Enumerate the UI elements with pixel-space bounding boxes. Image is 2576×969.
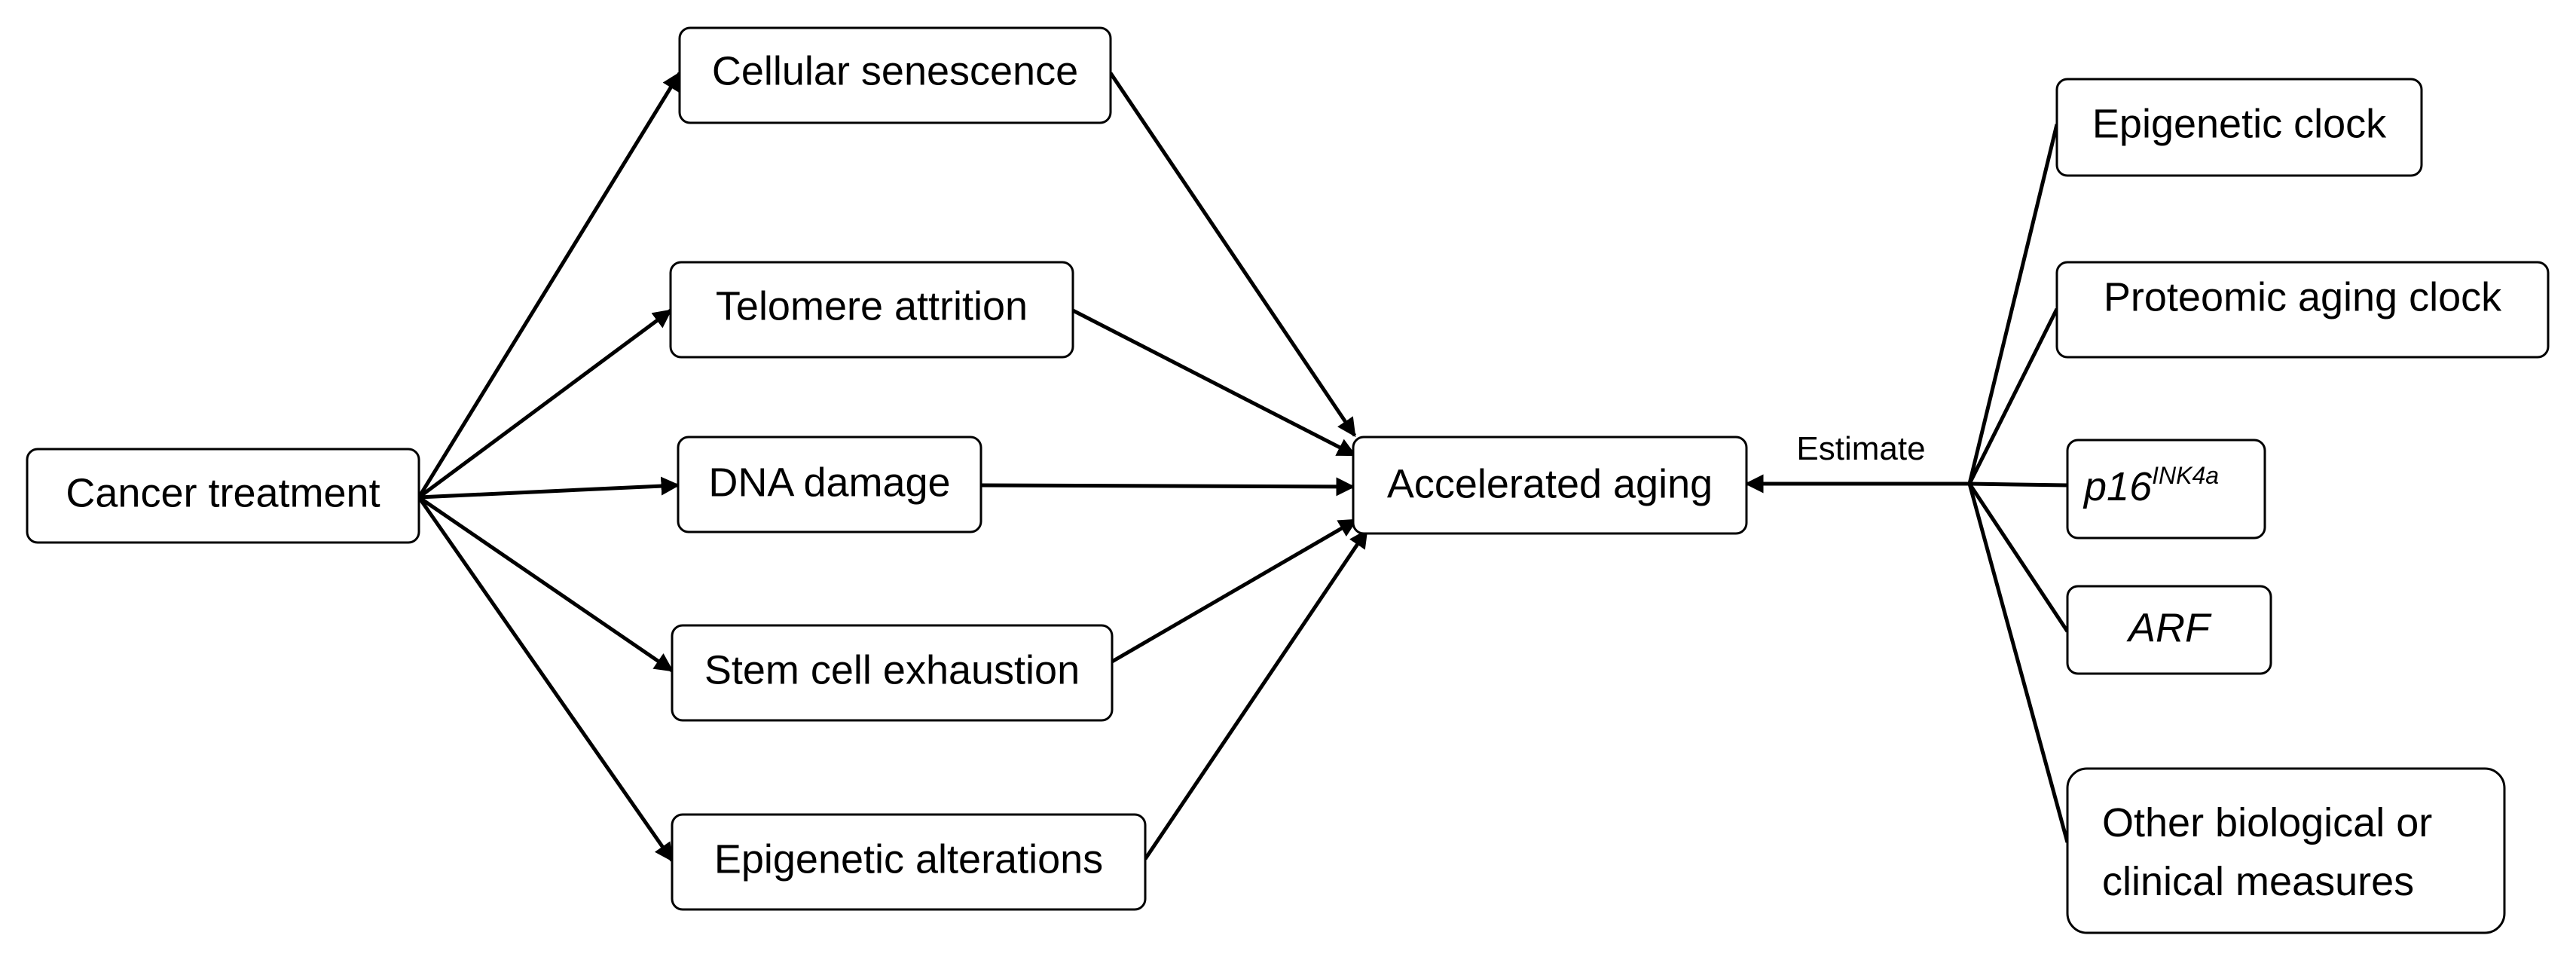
node-label: Epigenetic alterations xyxy=(714,836,1103,882)
edge-hub-to-proteomic-clock xyxy=(1967,307,2059,485)
p16-superscript-text: INK4a xyxy=(2152,462,2219,489)
edge-hub-to-other-measures xyxy=(1967,483,2070,843)
node-label-line-1: Other biological or xyxy=(2102,800,2432,845)
node-arf: ARF xyxy=(2066,585,2272,675)
node-cancer-treatment: Cancer treatment xyxy=(26,448,420,544)
node-telomere-attrition: Telomere attrition xyxy=(669,261,1074,359)
edge-treatment-to-senescence xyxy=(417,71,682,499)
node-stem-cell-exhaustion: Stem cell exhaustion xyxy=(671,624,1114,722)
edge-treatment-to-stem-cell xyxy=(417,495,674,673)
edge-hub-to-p16 xyxy=(1969,481,2068,488)
node-label: Accelerated aging xyxy=(1387,461,1713,506)
edge-epigenetic-alterations-to-aging xyxy=(1143,528,1369,860)
node-label: Cellular senescence xyxy=(712,48,1078,93)
node-label: Epigenetic clock xyxy=(2092,101,2387,146)
edge-treatment-to-epigenetic-alterations xyxy=(417,496,674,863)
edge-senescence-to-aging xyxy=(1108,72,1357,438)
node-accelerated-aging: Accelerated aging xyxy=(1352,436,1748,535)
node-label: Stem cell exhaustion xyxy=(704,647,1080,692)
edge-stem-cell-to-aging xyxy=(1111,518,1358,664)
edge-telomere-to-aging xyxy=(1071,308,1357,457)
node-label: Proteomic aging clock xyxy=(2104,274,2502,319)
node-label: Cancer treatment xyxy=(66,470,380,515)
node-label: Telomere attrition xyxy=(716,283,1028,329)
edge-treatment-to-dna-damage xyxy=(418,476,680,500)
node-epigenetic-alterations: Epigenetic alterations xyxy=(671,813,1147,911)
node-dna-damage: DNA damage xyxy=(677,436,982,533)
edge-hub-to-epigenetic-clock xyxy=(1967,124,2059,484)
node-label: p16INK4a xyxy=(2082,462,2219,509)
edge-treatment-to-telomere xyxy=(417,308,673,500)
node-other-measures: Other biological or clinical measures xyxy=(2066,767,2506,934)
node-epigenetic-clock: Epigenetic clock xyxy=(2055,78,2423,177)
node-label-line-2: clinical measures xyxy=(2102,859,2414,904)
edge-hub-to-arf xyxy=(1967,482,2070,633)
node-cellular-senescence: Cellular senescence xyxy=(678,26,1112,124)
node-proteomic-aging-clock: Proteomic aging clock xyxy=(2055,261,2550,359)
edge-dna-damage-to-aging xyxy=(980,477,1355,497)
estimate-label: Estimate xyxy=(1796,430,1925,467)
node-label: DNA damage xyxy=(708,460,950,505)
p16-main-text: p16 xyxy=(2082,464,2153,509)
node-label: ARF xyxy=(2126,605,2212,650)
node-p16-ink4a: p16INK4a xyxy=(2066,439,2266,540)
